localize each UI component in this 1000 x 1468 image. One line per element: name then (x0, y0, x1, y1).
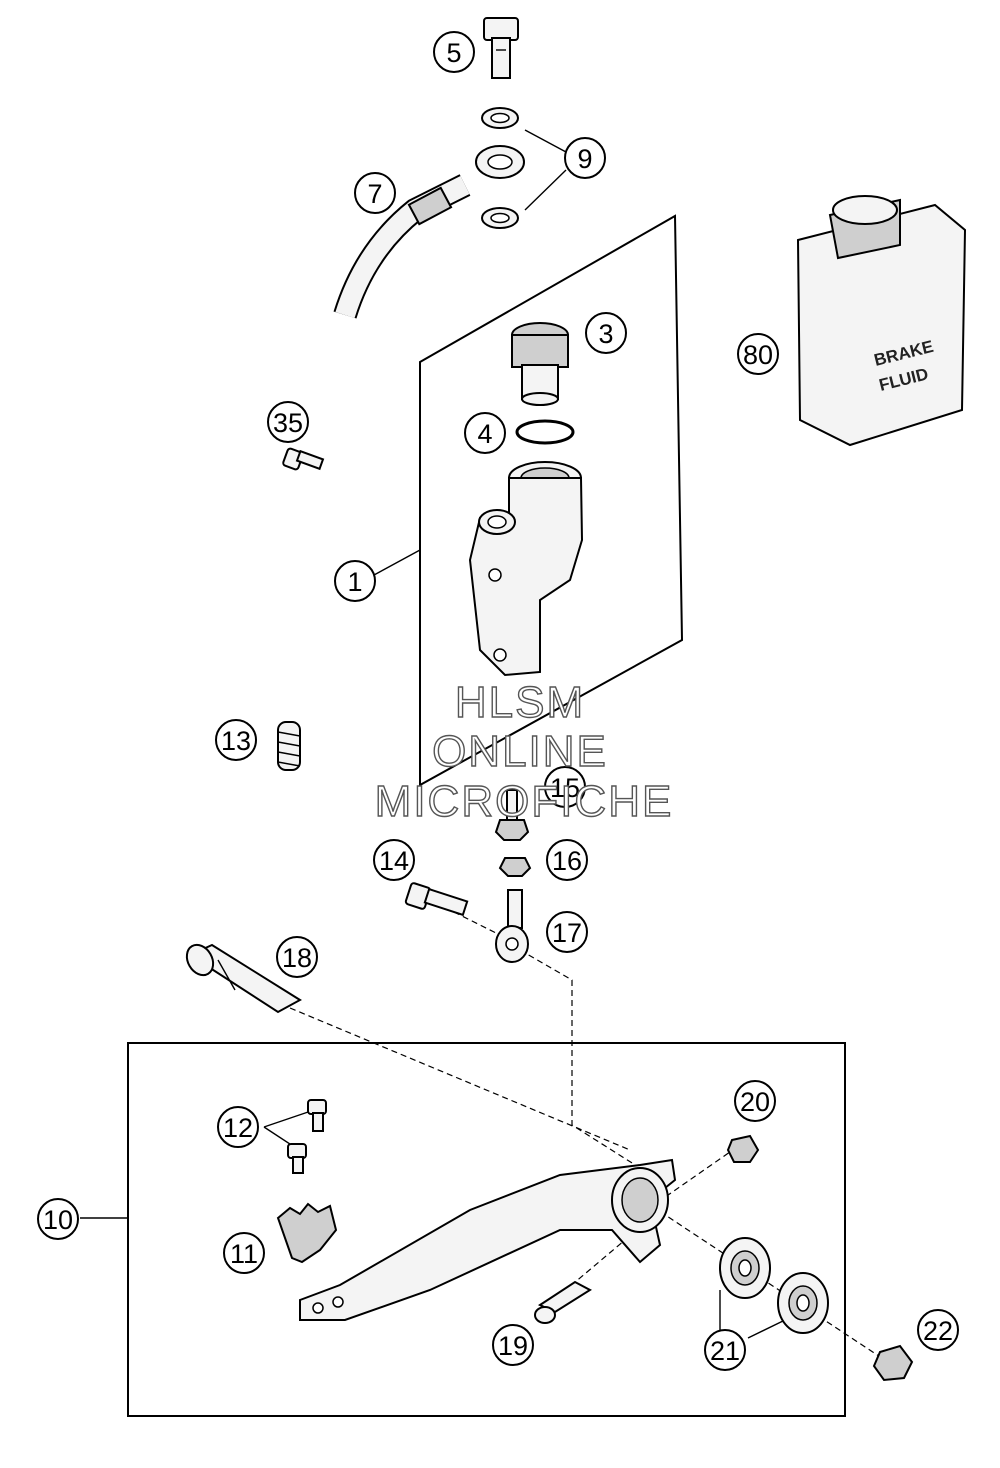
callout-80-label: 80 (743, 340, 773, 370)
callout-20-label: 20 (740, 1087, 770, 1117)
callout-17-label: 17 (552, 918, 582, 948)
watermark-line1: HLSM (455, 678, 585, 727)
nut-part-20 (726, 1134, 760, 1163)
master-cylinder-group-box (419, 214, 684, 787)
callout-1: 1 (334, 560, 376, 602)
callout-18-label: 18 (282, 943, 312, 973)
callout-12: 12 (217, 1106, 259, 1148)
clevis-part (495, 889, 529, 963)
banjo-bolt-part (483, 17, 519, 79)
callout-11-label: 11 (230, 1239, 258, 1269)
callout-7-label: 7 (367, 179, 382, 209)
sealing-washer-parts (481, 107, 519, 229)
brake-hose-part (333, 145, 525, 319)
callout-14-label: 14 (379, 846, 409, 876)
callout-80: 80 (737, 333, 779, 375)
return-spring-part (277, 721, 301, 771)
callout-12-label: 12 (223, 1113, 253, 1143)
callout-10: 10 (37, 1198, 79, 1240)
watermark-line3: MICROFICHE (375, 777, 674, 826)
watermark-line2: ONLINE (432, 727, 608, 776)
callout-22: 22 (917, 1309, 959, 1351)
brake-fluid-bottle-part: BRAKE FLUID (796, 195, 967, 447)
bolt-part-14 (404, 882, 469, 917)
callout-35-label: 35 (273, 408, 303, 438)
callout-15-label: 15 (550, 773, 580, 803)
callout-4: 4 (464, 412, 506, 454)
reservoir-cap-part (511, 322, 569, 406)
screw-parts-12 (287, 1099, 327, 1174)
callout-19-label: 19 (498, 1331, 528, 1361)
callout-18: 18 (276, 936, 318, 978)
callout-4-label: 4 (477, 419, 492, 449)
callout-9-label: 9 (577, 144, 592, 174)
nut-part-22 (872, 1344, 914, 1382)
callout-11: 11 (223, 1232, 265, 1274)
step-plate-part (276, 1202, 338, 1264)
callout-3-label: 3 (598, 319, 613, 349)
callout-20: 20 (734, 1080, 776, 1122)
pin-part-19 (534, 1280, 592, 1324)
callout-16-label: 16 (552, 846, 582, 876)
watermark: HLSM ONLINE MICROFICHE (374, 677, 674, 826)
o-ring-part (515, 419, 575, 445)
callout-7: 7 (354, 172, 396, 214)
callout-14: 14 (373, 839, 415, 881)
callout-10-label: 10 (43, 1205, 73, 1235)
callout-3: 3 (585, 312, 627, 354)
callout-21: 21 (704, 1329, 746, 1371)
master-cylinder-part (468, 461, 584, 677)
callout-5: 5 (433, 31, 475, 73)
callout-5-label: 5 (446, 38, 461, 68)
callout-22-label: 22 (923, 1316, 953, 1346)
screw-part-35 (282, 447, 325, 471)
callout-17: 17 (546, 911, 588, 953)
callout-21-label: 21 (710, 1336, 740, 1366)
callout-13: 13 (215, 719, 257, 761)
callout-35: 35 (267, 401, 309, 443)
brake-pedal-group-box (127, 1042, 846, 1417)
callout-9: 9 (564, 137, 606, 179)
callout-19: 19 (492, 1324, 534, 1366)
brake-pedal-part (299, 1158, 677, 1321)
callout-1-label: 1 (347, 567, 362, 597)
callout-16: 16 (546, 839, 588, 881)
nut-part-16 (498, 857, 532, 877)
pivot-pin-part (185, 943, 302, 1014)
callout-15: 15 (544, 766, 586, 808)
callout-13-label: 13 (221, 726, 251, 756)
bearing-parts (719, 1237, 829, 1334)
adjuster-bolt-part (494, 789, 530, 841)
